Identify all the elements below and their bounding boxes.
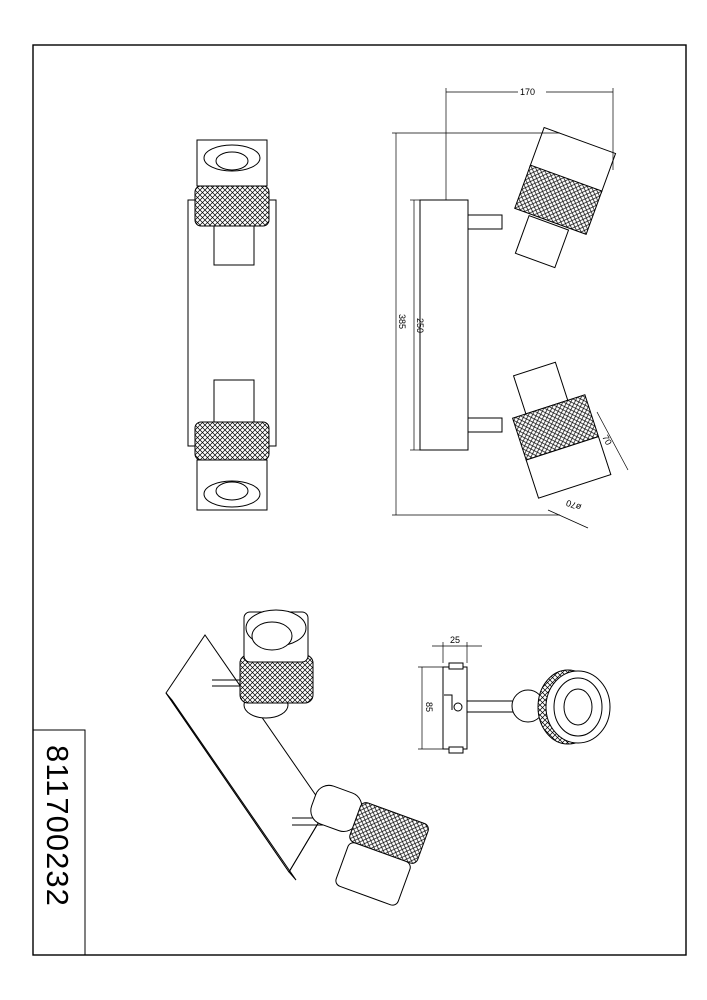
- product-code: 811700232: [40, 745, 75, 907]
- iso-lower-shade: [335, 842, 411, 906]
- dim-base-length: 250: [415, 318, 425, 333]
- drawing-frame: [32, 44, 687, 956]
- side-view: [419, 126, 617, 499]
- side-view-dimensions: [392, 88, 629, 529]
- dim-bracket-height: 85: [424, 702, 434, 712]
- isometric-view: [165, 609, 429, 906]
- lower-head-mesh-ring: [194, 421, 270, 461]
- front-view: [187, 139, 277, 511]
- dim-top-width: 170: [520, 87, 535, 97]
- dim-head-diameter: ø70: [565, 498, 583, 513]
- dim-head-length: 70: [600, 433, 614, 447]
- bracket-view: [442, 662, 611, 754]
- side-view-backplate: [419, 199, 469, 451]
- bracket-view-dimensions: [418, 642, 482, 750]
- title-block: 811700232: [32, 729, 86, 956]
- upper-head-mesh-ring: [194, 185, 270, 227]
- dim-bracket-depth: 25: [450, 635, 460, 645]
- dim-overall-height: 385: [397, 314, 407, 329]
